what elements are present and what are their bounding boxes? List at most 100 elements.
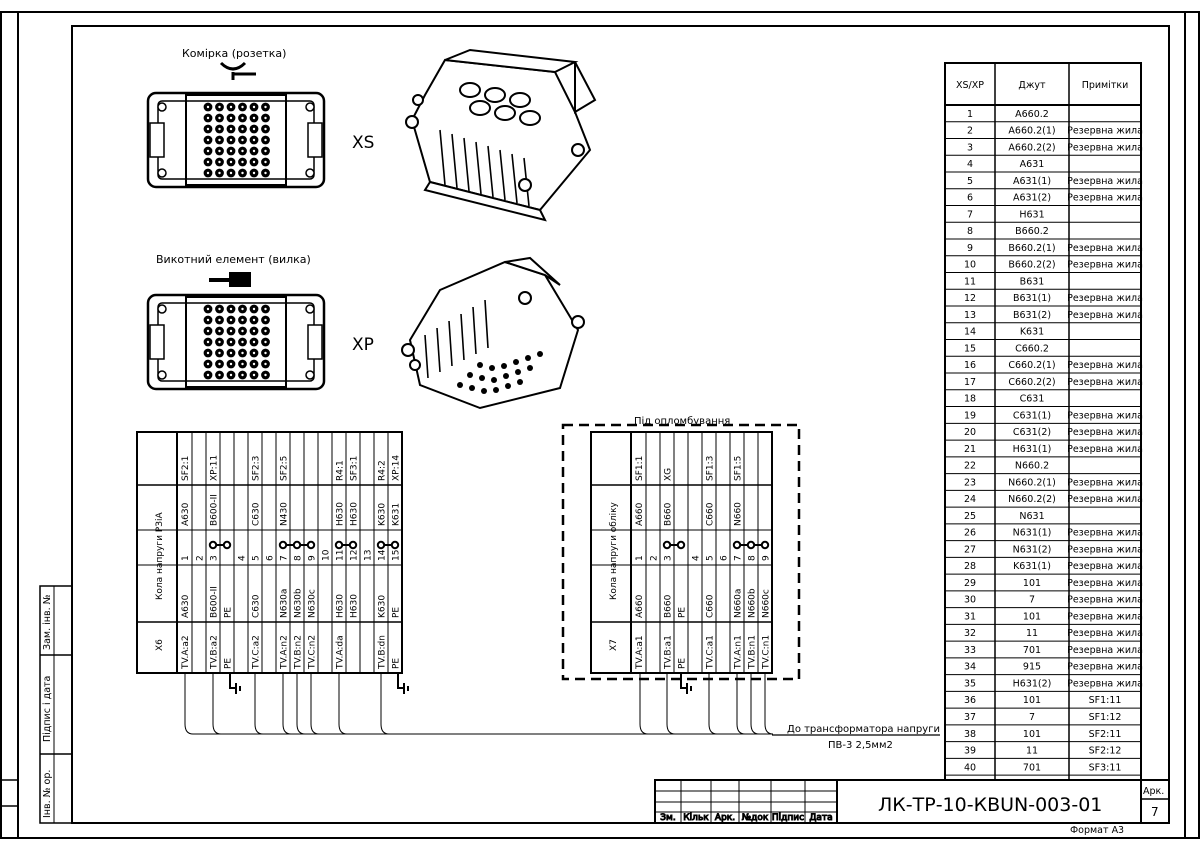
table-cell: Резервна жила — [1067, 662, 1143, 673]
table-cell: 7 — [967, 209, 973, 220]
xs-label: XS — [352, 133, 374, 153]
format-label: Формат А3 — [1070, 825, 1124, 836]
title-col-header: Арк. — [715, 813, 735, 823]
label: TV.C:n1 — [762, 635, 772, 670]
table-cell: C631(1) — [1013, 410, 1051, 421]
table-cell: 26 — [964, 528, 976, 539]
table-cell: 24 — [964, 494, 976, 505]
table-cell: N660.2(2) — [1008, 494, 1056, 505]
table-cell: 10 — [964, 260, 976, 271]
table-cell: 22 — [964, 461, 976, 472]
label: 3 — [210, 555, 220, 561]
label: 2 — [196, 555, 206, 561]
table-cell: Резервна жила — [1067, 628, 1143, 639]
table-cell: Резервна жила — [1067, 595, 1143, 606]
label: 9 — [308, 555, 318, 561]
jumper-dot — [222, 540, 232, 550]
table-cell: C631 — [1020, 394, 1045, 405]
label: TV.A:da — [336, 635, 346, 670]
label: PE — [678, 607, 688, 618]
table-cell: 18 — [964, 394, 976, 405]
table-cell: Резервна жила — [1067, 126, 1143, 137]
jumper-dot — [676, 540, 686, 550]
table-cell: SF1:11 — [1089, 695, 1122, 706]
wire-spec-caption: ПВ-3 2,5мм2 — [828, 740, 893, 751]
label: N660a — [734, 589, 744, 618]
connector-body — [146, 91, 326, 189]
table-cell: A631(2) — [1013, 193, 1051, 204]
label: X7 — [609, 639, 619, 651]
table-cell: A660.2(2) — [1008, 142, 1055, 153]
wire-harness — [184, 673, 774, 735]
label: 5 — [252, 555, 262, 561]
screw-icon — [305, 102, 315, 112]
label: SF2:1 — [181, 456, 191, 481]
jumper-dot — [662, 540, 672, 550]
table-cell: 7 — [1029, 712, 1035, 723]
table-cell: Резервна жила — [1067, 494, 1143, 505]
label: PE — [392, 658, 402, 669]
label: TV.B:n2 — [294, 635, 304, 670]
label: SF1:5 — [734, 456, 744, 481]
label: PE — [392, 607, 402, 618]
label: TV.B:a2 — [210, 635, 220, 670]
sheet-number: 7 — [1151, 805, 1159, 819]
table-cell: Резервна жила — [1067, 528, 1143, 539]
table-cell: 34 — [964, 662, 976, 673]
table-cell: Резервна жила — [1067, 310, 1143, 321]
label: 15 — [392, 550, 402, 561]
table-cell: Резервна жила — [1067, 578, 1143, 589]
table-cell: 19 — [964, 410, 976, 421]
label: X6 — [155, 639, 165, 651]
screw-icon — [157, 102, 167, 112]
table-cell: SF3:11 — [1089, 762, 1122, 773]
table-cell: H631(2) — [1013, 678, 1052, 689]
label: K631 — [392, 503, 402, 526]
table-cell: H631 — [1019, 209, 1044, 220]
table-cell: N631(2) — [1013, 544, 1052, 555]
label: PE — [224, 607, 234, 618]
table-cell: 101 — [1023, 695, 1041, 706]
table-cell: Резервна жила — [1067, 645, 1143, 656]
label: H630 — [350, 594, 360, 618]
table-cell: Резервна жила — [1067, 611, 1143, 622]
table-cell: 13 — [964, 310, 976, 321]
label: B660 — [664, 502, 674, 526]
table-cell: Резервна жила — [1067, 477, 1143, 488]
table-cell: C660.2(1) — [1008, 360, 1055, 371]
jumper-dot — [306, 540, 316, 550]
table-header: Примітки — [1082, 80, 1129, 91]
table-cell: Резервна жила — [1067, 243, 1143, 254]
table-cell: 35 — [964, 678, 976, 689]
wire — [764, 673, 774, 735]
table-cell: 8 — [967, 226, 973, 237]
table-cell: 2 — [967, 126, 973, 137]
label: K630 — [378, 503, 388, 526]
ground-icon — [229, 672, 241, 694]
label: Кола напруги РЗіА — [155, 512, 165, 600]
label: R4:1 — [336, 460, 346, 481]
label: TV.B:a1 — [664, 635, 674, 670]
label: TV.A:n1 — [734, 635, 744, 670]
table-cell: 5 — [967, 176, 973, 187]
label: H630 — [350, 502, 360, 526]
label: TV.A:a1 — [635, 635, 645, 670]
label: C660 — [706, 502, 716, 526]
table-cell: Резервна жила — [1067, 410, 1143, 421]
label: Кола напруги обліку — [609, 501, 619, 600]
jumper-dot — [376, 540, 386, 550]
label: XP:14 — [392, 455, 402, 481]
socket-symbol-icon — [219, 61, 256, 80]
table-cell: 9 — [967, 243, 973, 254]
table-cell: Резервна жила — [1067, 193, 1143, 204]
table-cell: 30 — [964, 595, 976, 606]
table-cell: 11 — [964, 276, 976, 287]
table-cell: B631 — [1020, 276, 1045, 287]
table-cell: Резервна жила — [1067, 561, 1143, 572]
label: SF3:1 — [350, 456, 360, 481]
table-header: Джут — [1018, 80, 1046, 91]
label: 8 — [294, 555, 304, 561]
label: K630 — [378, 595, 388, 618]
